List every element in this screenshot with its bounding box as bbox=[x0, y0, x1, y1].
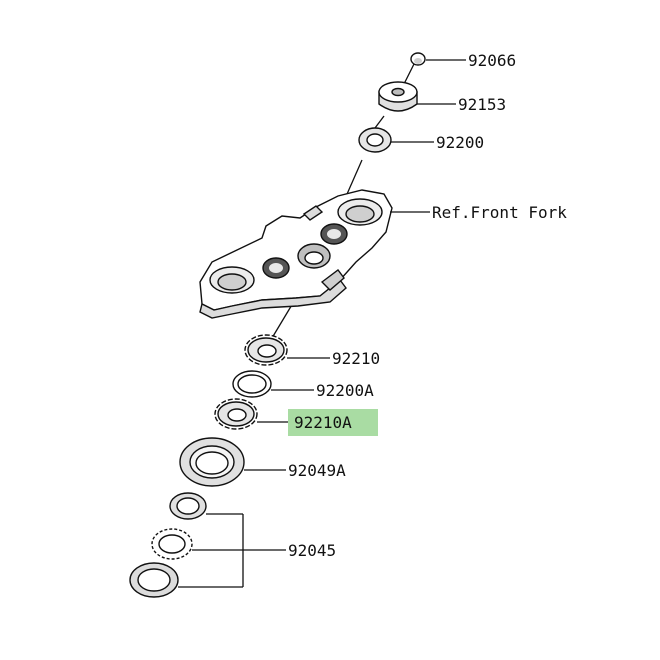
part-92049A-seal[interactable] bbox=[179, 437, 245, 487]
label-92045[interactable]: 92045 bbox=[288, 541, 336, 560]
label-92210A[interactable]: 92210A bbox=[294, 413, 352, 432]
leader-lines bbox=[178, 59, 466, 588]
label-92153[interactable]: 92153 bbox=[458, 95, 506, 114]
part-labels: 92066 92153 92200 Ref.Front Fork 92210 9… bbox=[288, 51, 567, 560]
part-92210A-locknut[interactable] bbox=[214, 398, 258, 430]
upper-triple-clamp[interactable] bbox=[199, 189, 393, 319]
label-92200[interactable]: 92200 bbox=[436, 133, 484, 152]
label-ref-front-fork[interactable]: Ref.Front Fork bbox=[432, 203, 567, 222]
part-92045-ball-bearing[interactable] bbox=[151, 528, 193, 560]
part-92200-washer[interactable] bbox=[358, 127, 392, 153]
part-92210-locknut[interactable] bbox=[244, 334, 288, 366]
part-92200A-washer[interactable] bbox=[232, 370, 272, 398]
part-92153-stem-nut[interactable] bbox=[378, 81, 418, 112]
label-92200A[interactable]: 92200A bbox=[316, 381, 374, 400]
part-92066-cap[interactable] bbox=[410, 52, 426, 66]
label-92049A[interactable]: 92049A bbox=[288, 461, 346, 480]
highlight-box-92210A bbox=[288, 409, 378, 436]
label-92066[interactable]: 92066 bbox=[468, 51, 516, 70]
part-92045-inner-race[interactable] bbox=[169, 492, 207, 520]
label-92210[interactable]: 92210 bbox=[332, 349, 380, 368]
part-92045-outer-race[interactable] bbox=[129, 562, 179, 598]
